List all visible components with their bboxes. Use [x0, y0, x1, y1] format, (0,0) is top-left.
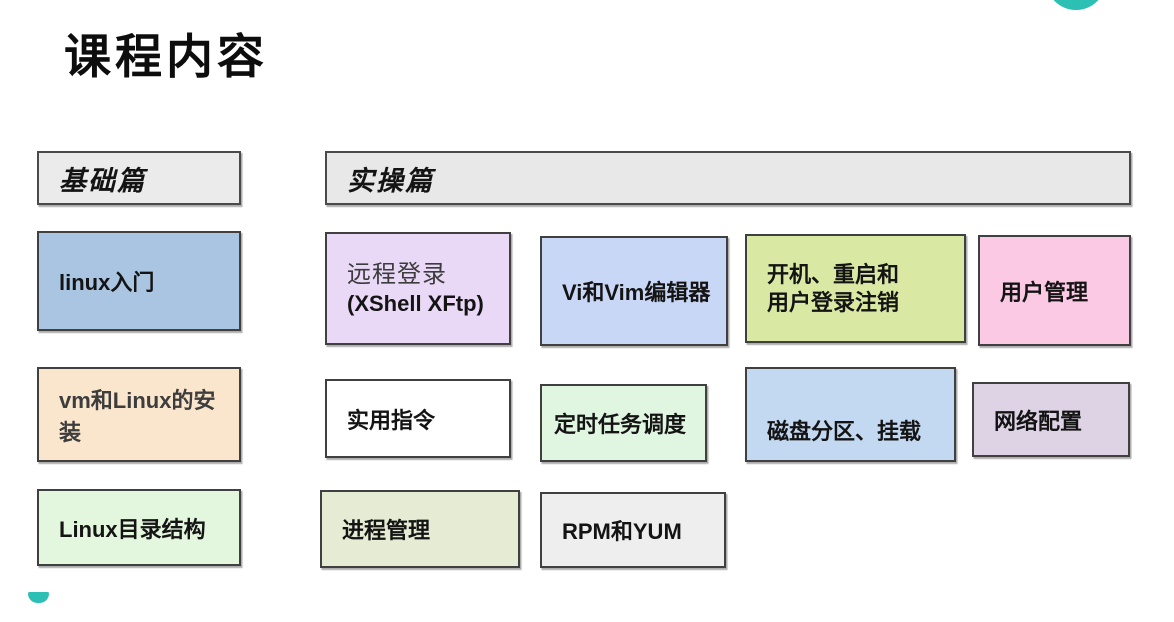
box-rpm-yum-label: RPM和YUM: [562, 519, 682, 544]
section-header-practice: 实操篇: [325, 151, 1131, 205]
box-linux-intro-label: linux入门: [59, 270, 155, 295]
box-user-mgmt-label: 用户管理: [1000, 279, 1089, 305]
box-vm-install-label: vm和Linux的安装: [59, 387, 216, 445]
teal-wedge-decoration: [28, 592, 49, 603]
box-cron: 定时任务调度: [540, 384, 707, 462]
box-boot-logout-line2: 用户登录注销: [767, 289, 900, 315]
box-remote-login-line1: 远程登录: [347, 260, 447, 288]
box-boot-logout-line1: 开机、重启和: [767, 262, 900, 287]
box-boot-logout: 开机、重启和 用户登录注销: [745, 234, 966, 343]
box-disk-mount: 磁盘分区、挂载: [745, 367, 956, 462]
section-header-practice-label: 实操篇: [347, 165, 434, 196]
box-disk-mount-label: 磁盘分区、挂载: [767, 419, 922, 444]
box-cron-label: 定时任务调度: [554, 412, 687, 437]
box-commands-label: 实用指令: [347, 407, 436, 433]
box-network-config: 网络配置: [972, 382, 1130, 457]
box-dir-structure-label: Linux目录结构: [59, 516, 206, 542]
box-vi-vim: Vi和Vim编辑器: [540, 236, 728, 346]
teal-circle-decoration: [1046, 0, 1106, 10]
box-user-mgmt: 用户管理: [978, 235, 1131, 346]
box-process-mgmt: 进程管理: [320, 490, 520, 568]
box-network-config-label: 网络配置: [994, 408, 1083, 434]
box-vi-vim-label: Vi和Vim编辑器: [562, 280, 711, 305]
section-header-basic-label: 基础篇: [59, 165, 146, 196]
box-remote-login: 远程登录 (XShell XFtp): [325, 232, 511, 345]
box-linux-intro: linux入门: [37, 231, 241, 331]
box-rpm-yum: RPM和YUM: [540, 492, 726, 568]
section-header-basic: 基础篇: [37, 151, 241, 205]
box-vm-install: vm和Linux的安装: [37, 367, 241, 462]
box-remote-login-line2: (XShell XFtp): [347, 290, 484, 316]
page-title: 课程内容: [64, 30, 268, 83]
box-process-mgmt-label: 进程管理: [342, 518, 431, 543]
box-dir-structure: Linux目录结构: [37, 489, 241, 566]
box-commands: 实用指令: [325, 379, 511, 458]
